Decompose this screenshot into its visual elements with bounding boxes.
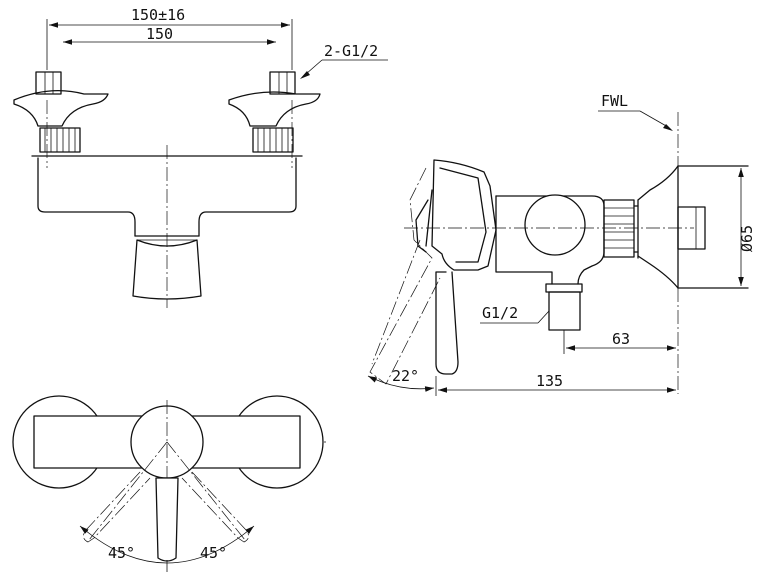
lever-top-center bbox=[155, 477, 179, 562]
outlet-offset-label: 63 bbox=[612, 330, 630, 348]
swing-left-label: 45° bbox=[108, 544, 135, 562]
left-inlet-connector bbox=[13, 71, 109, 153]
side-connector-nut bbox=[603, 199, 639, 259]
center-distance-label: 150 bbox=[146, 25, 173, 43]
lever-handle-side bbox=[415, 159, 497, 375]
outlet-thread-callout: G1/2 bbox=[480, 304, 550, 324]
inlet-thread-callout: 2-G1/2 bbox=[300, 42, 388, 79]
front-view: 150±16 150 2-G1/2 bbox=[13, 6, 388, 308]
right-inlet-connector bbox=[228, 71, 321, 153]
dimension-swing: 45° 45° bbox=[79, 525, 255, 572]
inlet-thread-label: 2-G1/2 bbox=[324, 42, 378, 60]
wall-line-label: FWL bbox=[601, 92, 628, 110]
side-view: FWL Ø65 bbox=[367, 92, 756, 396]
flange-diameter-label: Ø65 bbox=[738, 225, 756, 252]
outlet-thread-label: G1/2 bbox=[482, 304, 518, 322]
lever-handle-tilted bbox=[369, 167, 441, 385]
dimension-projection: 135 bbox=[435, 372, 676, 396]
dimension-center-distance: 150 bbox=[63, 25, 276, 45]
dimension-flange-diameter: Ø65 bbox=[738, 168, 756, 286]
lever-tilt-label: 22° bbox=[392, 367, 419, 385]
top-view: 45° 45° bbox=[12, 395, 326, 572]
wall-flange bbox=[637, 165, 749, 289]
swing-right-label: 45° bbox=[200, 544, 227, 562]
dimension-lever-tilt: 22° bbox=[367, 367, 435, 392]
wall-line-callout: FWL bbox=[598, 92, 673, 131]
dimension-outlet-offset: 63 bbox=[563, 330, 676, 354]
projection-label: 135 bbox=[536, 372, 563, 390]
dimension-spread: 150±16 bbox=[46, 6, 293, 70]
spread-label: 150±16 bbox=[131, 6, 185, 24]
